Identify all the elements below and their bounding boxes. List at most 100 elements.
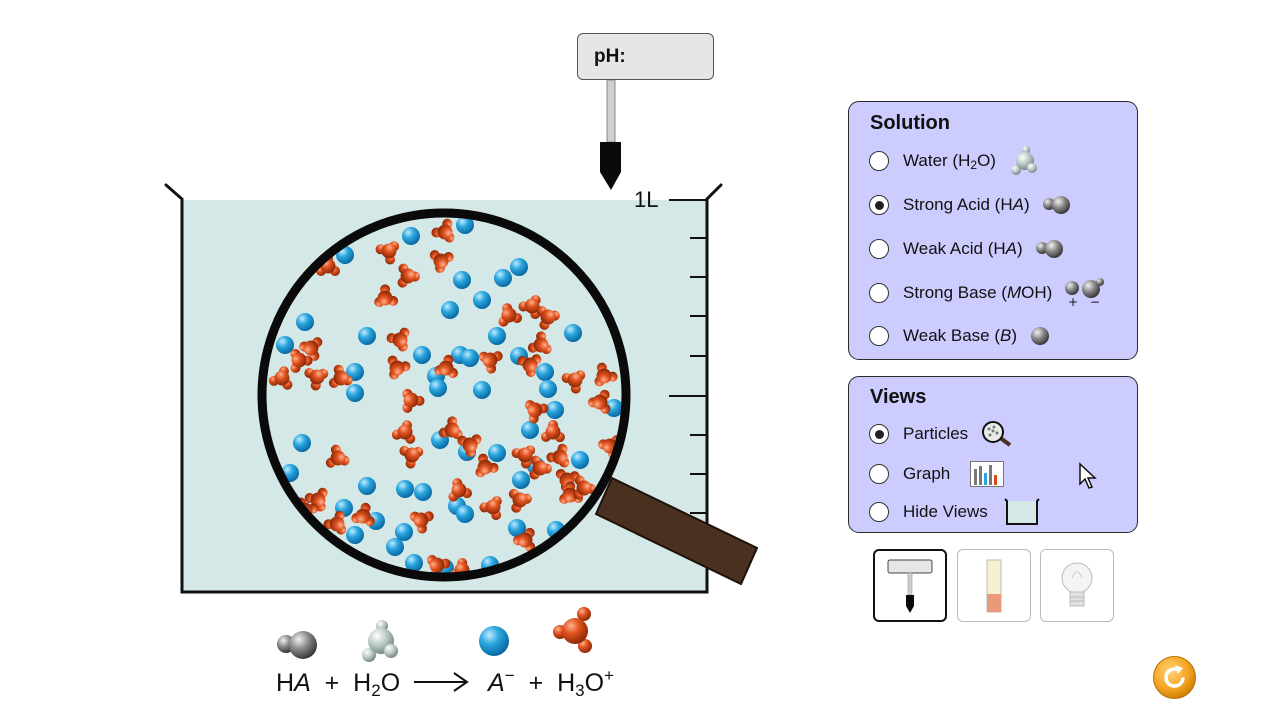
anion-particle xyxy=(488,444,506,462)
anion-particle xyxy=(546,401,564,419)
eq-water: H2O xyxy=(353,669,401,700)
eq-ha: HA xyxy=(276,669,311,697)
anion-particle xyxy=(539,380,557,398)
eq-hydronium: H3O+ xyxy=(557,666,614,700)
anion-particle xyxy=(276,336,294,354)
view-label-particles: Particles xyxy=(903,424,969,443)
eq-ha-molecule xyxy=(277,631,317,659)
anion-particle xyxy=(414,483,432,501)
eq-arrow xyxy=(414,672,469,692)
ph-meter-readout: pH: xyxy=(577,33,714,80)
radio-water[interactable] xyxy=(869,151,889,171)
eq-water-molecule xyxy=(362,620,398,662)
base-molecule-icon xyxy=(1029,325,1051,347)
anion-particle xyxy=(441,301,459,319)
magnifier-lens xyxy=(257,208,631,582)
anion-particle xyxy=(346,526,364,544)
ph-meter-tool-icon xyxy=(887,559,933,613)
anion-particle xyxy=(358,477,376,495)
views-panel: Views Particles Graph xyxy=(848,376,1138,533)
ph-label: pH: xyxy=(594,46,626,67)
anion-particle xyxy=(346,384,364,402)
anion-particle xyxy=(456,505,474,523)
solution-label-weak-acid: Weak Acid (HA) xyxy=(903,239,1023,258)
eq-plus-1: + xyxy=(317,669,347,697)
eq-anion-molecule xyxy=(479,626,509,656)
anion-particle xyxy=(536,363,554,381)
water-molecule-icon xyxy=(1008,145,1038,177)
anion-particle xyxy=(508,519,526,537)
acid-molecule-icon xyxy=(1035,238,1065,260)
solution-label-strong-acid: Strong Acid (HA) xyxy=(903,195,1030,214)
anion-particle xyxy=(512,471,530,489)
radio-strong-base[interactable] xyxy=(869,283,889,303)
anion-particle xyxy=(429,379,447,397)
anion-particle xyxy=(293,434,311,452)
light-bulb-icon xyxy=(1061,562,1093,606)
anion-particle xyxy=(564,324,582,342)
eq-hydronium-molecule xyxy=(553,607,592,653)
solution-label-weak-base: Weak Base (B) xyxy=(903,326,1018,345)
solution-label-strong-base: Strong Base (MOH) xyxy=(903,283,1053,302)
solution-label-water: Water (H2O) xyxy=(903,150,996,172)
radio-hide-views[interactable] xyxy=(869,502,889,522)
view-option-particles[interactable]: Particles xyxy=(869,421,1014,447)
radio-strong-acid[interactable] xyxy=(869,195,889,215)
solution-option-strong-base[interactable]: Strong Base (MOH) + − xyxy=(869,278,1106,308)
view-label-graph: Graph xyxy=(903,464,951,483)
anion-particle xyxy=(494,269,512,287)
radio-weak-acid[interactable] xyxy=(869,239,889,259)
conductivity-tool[interactable] xyxy=(1040,549,1114,622)
anion-particle xyxy=(296,313,314,331)
solution-panel-title: Solution xyxy=(870,112,950,134)
magnifier-handle xyxy=(594,476,759,586)
anion-particle xyxy=(510,258,528,276)
anion-particle xyxy=(605,399,622,417)
mouse-cursor xyxy=(1079,462,1097,489)
particles xyxy=(267,217,622,573)
anion-particle xyxy=(396,480,414,498)
ph-paper-tool-icon xyxy=(986,559,1002,612)
anion-particle xyxy=(473,381,491,399)
anion-particle xyxy=(405,554,423,572)
beaker xyxy=(164,183,723,594)
ph-paper-tool[interactable] xyxy=(957,549,1031,622)
anion-particle xyxy=(358,327,376,345)
view-option-hide-views[interactable]: Hide Views xyxy=(869,498,1040,525)
reset-button[interactable] xyxy=(1152,655,1197,700)
anion-particle xyxy=(456,217,474,234)
anion-particle xyxy=(473,291,491,309)
anion-particle xyxy=(571,451,589,469)
svg-text:+: + xyxy=(1068,295,1078,308)
views-panel-title: Views xyxy=(870,386,927,408)
eq-plus-2: + xyxy=(521,669,551,697)
anion-particle xyxy=(395,523,413,541)
anion-particle xyxy=(521,421,539,439)
view-option-graph[interactable]: Graph xyxy=(869,461,1005,487)
reaction-equation: HA + H2O A− + H3O+ xyxy=(276,666,614,701)
view-label-hide-views: Hide Views xyxy=(903,502,988,521)
radio-particles[interactable] xyxy=(869,424,889,444)
anion-particle xyxy=(453,271,471,289)
ph-meter-tool[interactable] xyxy=(873,549,947,622)
solution-option-weak-acid[interactable]: Weak Acid (HA) xyxy=(869,236,1065,262)
solution-option-strong-acid[interactable]: Strong Acid (HA) xyxy=(869,192,1072,218)
base-ions-icon: + − xyxy=(1064,278,1106,308)
anion-particle xyxy=(402,227,420,245)
eq-anion: A− xyxy=(488,666,515,697)
beaker-volume-label: 1L xyxy=(634,187,659,212)
acid-molecule-icon xyxy=(1042,194,1072,216)
solution-panel: Solution Water (H2O) Strong Acid (HA) We… xyxy=(848,101,1138,360)
reset-icon xyxy=(1153,656,1196,699)
solution-option-water[interactable]: Water (H2O) xyxy=(869,145,1038,177)
anion-particle xyxy=(488,327,506,345)
solution-option-weak-base[interactable]: Weak Base (B) xyxy=(869,323,1051,349)
bar-graph-icon xyxy=(970,461,1005,487)
radio-weak-base[interactable] xyxy=(869,326,889,346)
anion-particle xyxy=(413,346,431,364)
ph-probe[interactable] xyxy=(600,79,621,190)
radio-graph[interactable] xyxy=(869,464,889,484)
magnifier-icon xyxy=(980,420,1014,448)
anion-particle xyxy=(386,538,404,556)
